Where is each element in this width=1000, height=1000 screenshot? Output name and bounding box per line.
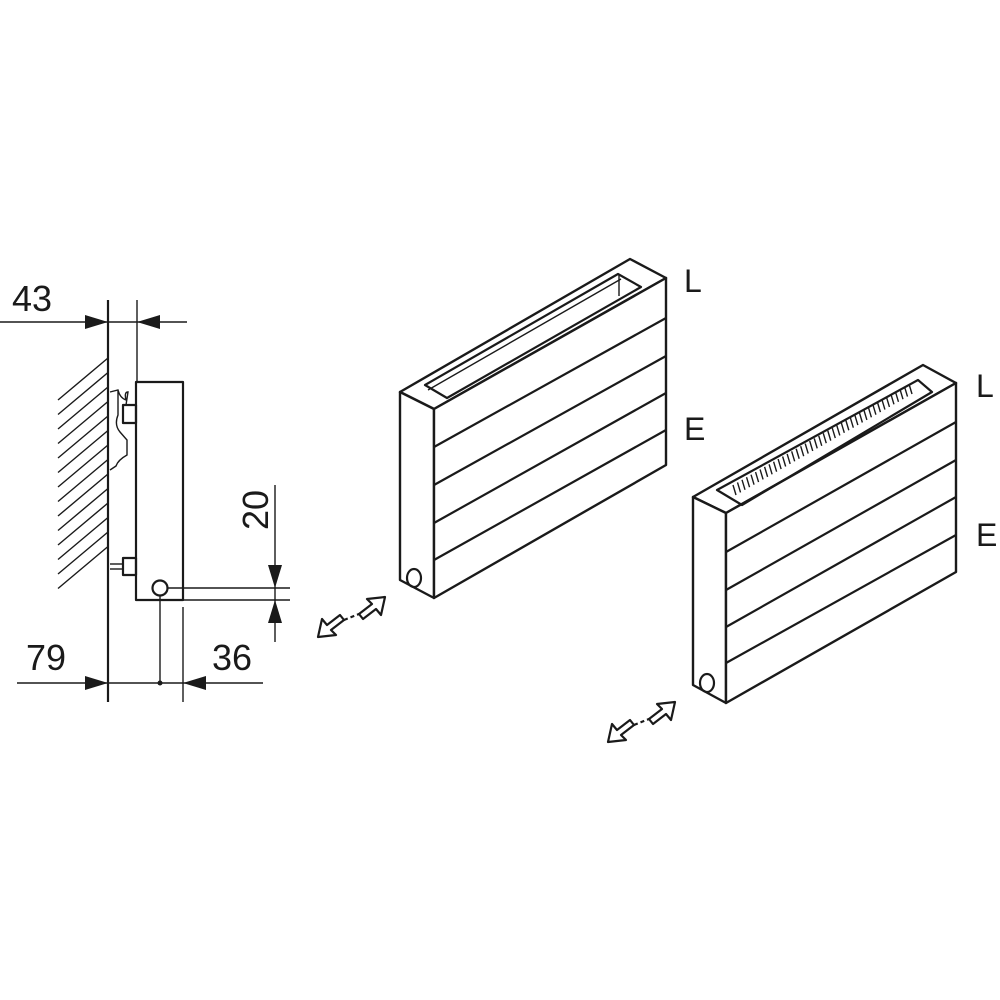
fin xyxy=(745,477,751,488)
fin xyxy=(903,386,909,397)
radiator-side-face xyxy=(398,390,436,600)
radiator-open-top: L E xyxy=(316,257,705,639)
label-E: E xyxy=(684,411,705,447)
radiator-grille-top: L E xyxy=(606,363,997,744)
fin xyxy=(804,443,809,454)
double-arrow-icon xyxy=(316,595,387,639)
fin xyxy=(809,440,814,452)
fin xyxy=(741,479,746,491)
fin xyxy=(908,383,913,395)
panel-groove xyxy=(433,429,667,561)
fin xyxy=(754,471,760,483)
fin xyxy=(813,438,818,449)
pipe-connection xyxy=(405,567,423,589)
fin xyxy=(822,433,827,444)
fin xyxy=(867,407,873,418)
fin xyxy=(894,391,900,402)
hatch-line xyxy=(57,400,109,445)
fin xyxy=(849,417,855,428)
top-grille-opening xyxy=(715,378,934,507)
fin xyxy=(790,451,796,462)
fin xyxy=(854,414,859,426)
hatch-line xyxy=(57,487,109,532)
dimension-dot xyxy=(157,680,163,686)
fin xyxy=(890,394,895,405)
bracket-block-top xyxy=(121,403,138,425)
radiator-front-face xyxy=(724,381,958,705)
arrow-left-icon xyxy=(137,315,160,329)
arrow-left-icon xyxy=(183,676,206,690)
fin xyxy=(863,409,868,421)
fin xyxy=(759,469,764,480)
fin xyxy=(858,412,864,423)
fin xyxy=(876,401,882,413)
fin xyxy=(845,420,850,431)
fin xyxy=(827,430,832,441)
fin xyxy=(736,482,742,493)
fin xyxy=(840,422,845,434)
hatch-line xyxy=(57,458,109,503)
radiator-side-face xyxy=(691,495,728,705)
panel-groove xyxy=(725,496,957,628)
panel-groove xyxy=(433,392,667,524)
fin xyxy=(732,484,737,496)
panel-groove xyxy=(725,459,957,591)
radiator-front-face xyxy=(432,276,668,600)
fin xyxy=(885,396,891,408)
hatch-line xyxy=(57,415,109,459)
convector-fins xyxy=(732,383,913,496)
fin xyxy=(768,464,773,475)
side-view: 43 20 79 36 xyxy=(0,278,290,702)
panel-groove xyxy=(725,534,957,664)
dimension-label-36: 36 xyxy=(212,637,252,678)
hatch-line xyxy=(57,531,109,575)
pipe-connection xyxy=(151,579,169,597)
panel-groove xyxy=(725,421,957,553)
hatch-line xyxy=(57,444,109,488)
arrow-down-icon xyxy=(268,565,282,588)
fin xyxy=(772,461,778,472)
fin xyxy=(777,458,782,470)
pipe-connection xyxy=(698,672,716,694)
wall-hatch xyxy=(57,357,109,590)
radiator-side-profile xyxy=(134,380,185,602)
double-arrow-icon xyxy=(606,700,677,744)
label-L: L xyxy=(684,263,702,299)
arrow-up-icon xyxy=(268,600,282,623)
fin xyxy=(872,404,877,415)
panel-groove xyxy=(433,317,667,448)
fin xyxy=(800,445,805,457)
fin xyxy=(781,456,787,467)
hatch-line xyxy=(57,473,109,517)
hatch-line xyxy=(57,516,109,561)
fin xyxy=(786,453,791,465)
dimension-label-79: 79 xyxy=(26,637,66,678)
hatch-line xyxy=(57,357,109,401)
hatch-line xyxy=(57,386,109,430)
wall-bracket xyxy=(109,389,129,471)
bracket-block-bottom xyxy=(121,556,138,577)
hatch-line xyxy=(57,371,109,416)
fin xyxy=(763,466,769,478)
panel-groove xyxy=(433,355,667,486)
fin xyxy=(795,448,800,459)
top-opening-inner xyxy=(427,278,622,391)
label-L: L xyxy=(976,368,994,404)
hatch-line xyxy=(57,545,109,590)
fin xyxy=(899,388,904,400)
top-opening xyxy=(423,272,643,400)
fin xyxy=(881,399,886,410)
fin xyxy=(831,427,836,439)
dimension-label-43: 43 xyxy=(12,278,52,319)
dimension-label-20: 20 xyxy=(235,490,276,530)
hatch-line xyxy=(57,502,109,546)
label-E: E xyxy=(976,517,997,553)
fin xyxy=(750,474,755,485)
hatch-line xyxy=(57,429,109,474)
fin xyxy=(836,425,841,436)
arrow-right-icon xyxy=(85,315,108,329)
arrow-right-icon xyxy=(85,676,108,690)
fin xyxy=(818,435,823,446)
